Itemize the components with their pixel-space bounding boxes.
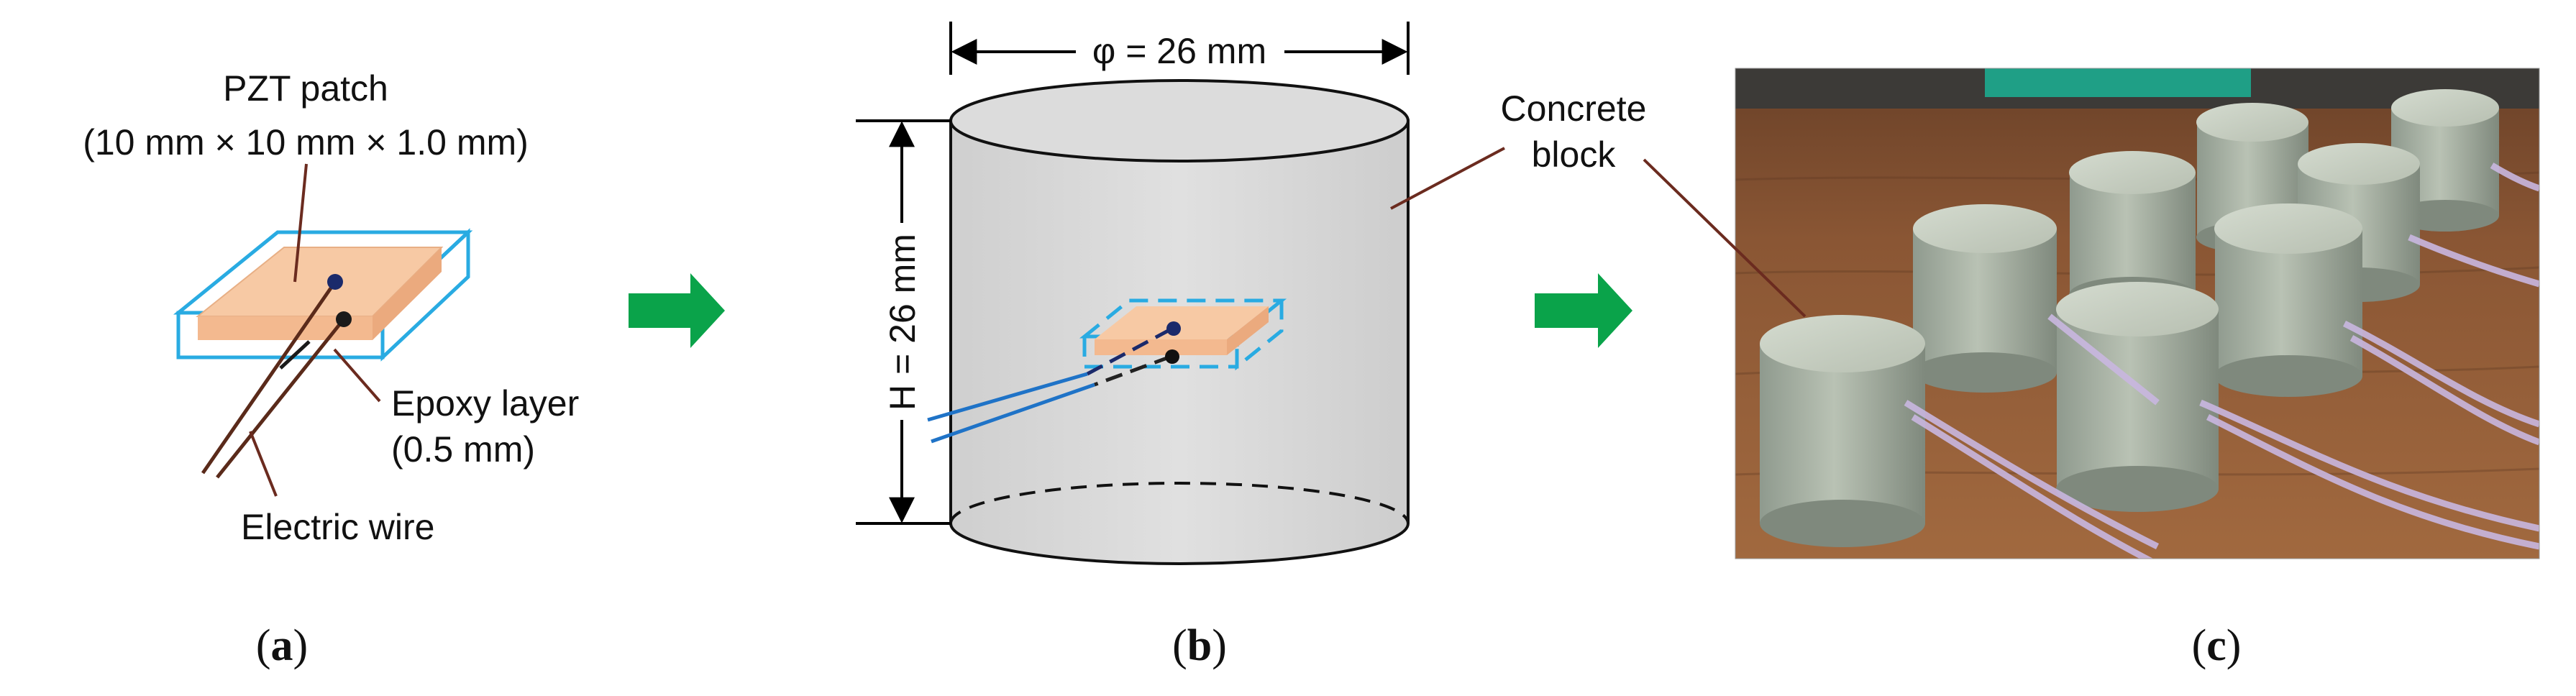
embedded-wires bbox=[927, 327, 1172, 444]
concrete-block-leader-b bbox=[1390, 147, 1505, 210]
electrode-dot-bottom bbox=[336, 311, 352, 327]
height-label: H = 26 mm bbox=[882, 234, 923, 411]
pzt-patch bbox=[196, 247, 444, 340]
concrete-label-line2: block bbox=[1532, 134, 1617, 175]
electric-wires bbox=[201, 280, 345, 479]
concrete-label-line1: Concrete bbox=[1501, 88, 1647, 129]
embedded-electrode-dot-bottom bbox=[1165, 349, 1179, 364]
process-arrow-1 bbox=[629, 273, 725, 348]
epoxy-leader-line bbox=[333, 348, 381, 403]
epoxy-layer-label: Epoxy layer bbox=[391, 383, 579, 423]
height-dimension: H = 26 mm bbox=[856, 119, 951, 525]
specimen-cables bbox=[1904, 162, 2539, 559]
panel-c-concrete-specimens-photo: (c) bbox=[1643, 68, 2540, 670]
panel-b-concrete-cylinder-diagram: φ = 26 mm H = 26 mm Concrete block (b) bbox=[856, 22, 1646, 670]
specimen-blocks bbox=[1760, 89, 2499, 547]
embedded-pzt-patch bbox=[1079, 296, 1287, 371]
wire-leader-line bbox=[249, 431, 278, 497]
diameter-dimension: φ = 26 mm bbox=[949, 22, 1410, 75]
process-arrow-2 bbox=[1535, 273, 1632, 348]
caption-a: (a) bbox=[256, 621, 308, 670]
electrode-dot-top bbox=[327, 274, 343, 290]
pzt-dimensions-label: (10 mm × 10 mm × 1.0 mm) bbox=[83, 122, 529, 162]
concrete-block-leader-c bbox=[1643, 158, 1807, 318]
caption-c: (c) bbox=[2192, 621, 2242, 670]
epoxy-thickness-label: (0.5 mm) bbox=[391, 429, 535, 470]
embedded-electrode-dot-top bbox=[1166, 321, 1181, 336]
pzt-leader-line bbox=[293, 163, 308, 283]
cylinder-top bbox=[949, 79, 1410, 162]
cylinder-bottom-hidden-edge bbox=[949, 482, 1410, 524]
panel-a-pzt-patch-diagram: PZT patch (10 mm × 10 mm × 1.0 mm) Epoxy… bbox=[83, 68, 579, 670]
photo-frame bbox=[1735, 68, 2540, 559]
pzt-patch-label: PZT patch bbox=[223, 68, 388, 109]
caption-b: (b) bbox=[1172, 621, 1227, 670]
diameter-label: φ = 26 mm bbox=[1092, 31, 1266, 71]
electric-wire-label: Electric wire bbox=[241, 507, 434, 547]
